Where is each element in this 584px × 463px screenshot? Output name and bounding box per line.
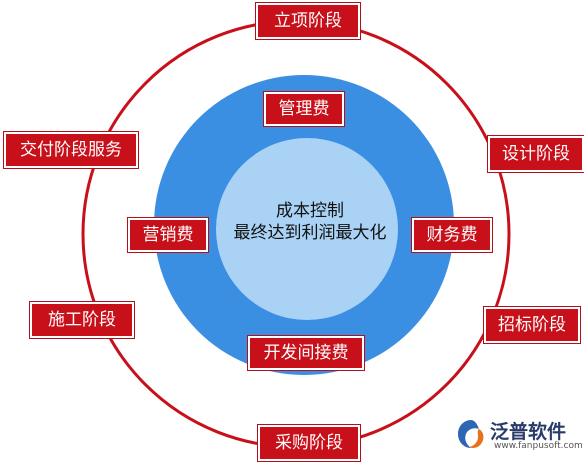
brand-url: www.fanpusoft.com [494,441,583,451]
stage-bidding: 招标阶段 [484,307,580,343]
cost-finance: 财务费 [412,218,492,252]
center-goal: 成本控制 最终达到利润最大化 [190,200,430,244]
center-goal-line1: 成本控制 [276,201,344,221]
stage-procurement: 采购阶段 [258,425,360,461]
stage-delivery-service: 交付阶段服务 [4,132,138,168]
cost-marketing: 营销费 [128,218,208,252]
stage-design: 设计阶段 [488,136,584,172]
brand-logo: 泛普软件 www.fanpusoft.com [454,413,583,457]
brand-name: 泛普软件 [490,421,567,443]
cost-development: 开发间接费 [248,336,364,370]
core-circle [216,138,398,320]
stage-construction: 施工阶段 [30,302,134,338]
brand-mark-icon [458,420,484,448]
cost-management: 管理费 [264,92,344,126]
center-goal-line2: 最终达到利润最大化 [233,223,387,243]
stage-initiation: 立项阶段 [256,3,360,39]
